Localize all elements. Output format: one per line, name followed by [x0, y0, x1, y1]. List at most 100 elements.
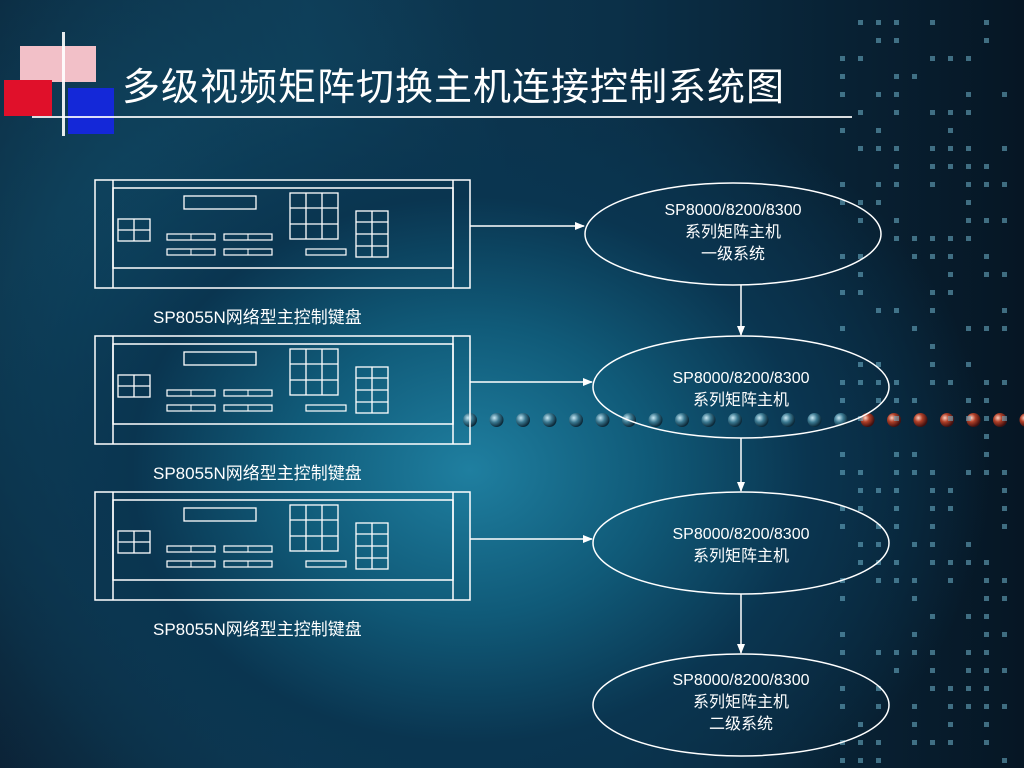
circuit-dot	[858, 56, 863, 61]
circuit-dot	[894, 578, 899, 583]
circuit-dot	[876, 146, 881, 151]
circuit-dot	[948, 56, 953, 61]
circuit-dot	[1002, 506, 1007, 511]
node-model: SP8000/8200/8300	[672, 526, 810, 543]
circuit-dot	[840, 398, 845, 403]
circuit-dot	[894, 506, 899, 511]
circuit-dot	[840, 524, 845, 529]
circuit-dot	[894, 488, 899, 493]
circuit-dot	[858, 20, 863, 25]
circuit-dot	[1002, 182, 1007, 187]
circuit-dot	[930, 524, 935, 529]
circuit-dot	[930, 506, 935, 511]
circuit-dot	[876, 308, 881, 313]
circuit-dot	[876, 488, 881, 493]
circuit-dot	[840, 470, 845, 475]
keyboard-device-2	[94, 335, 471, 445]
node-model: SP8000/8200/8300	[664, 202, 802, 219]
bead-dot	[781, 413, 795, 427]
logo-red-square	[4, 80, 52, 116]
page-title: 多级视频矩阵切换主机连接控制系统图	[122, 65, 786, 109]
circuit-dot	[930, 470, 935, 475]
circuit-dot	[984, 182, 989, 187]
circuit-dot	[966, 362, 971, 367]
circuit-dot	[984, 668, 989, 673]
circuit-dot	[948, 254, 953, 259]
logo-pink-square	[20, 46, 96, 82]
circuit-dot	[984, 434, 989, 439]
circuit-dot	[984, 470, 989, 475]
circuit-dot	[966, 614, 971, 619]
circuit-dot	[894, 560, 899, 565]
circuit-dot	[1002, 92, 1007, 97]
circuit-dot	[948, 380, 953, 385]
keyboard-device-3	[94, 491, 471, 601]
circuit-dot	[876, 38, 881, 43]
circuit-dot	[930, 20, 935, 25]
circuit-dot	[912, 542, 917, 547]
circuit-dot	[894, 236, 899, 241]
circuit-dot	[1002, 380, 1007, 385]
circuit-dot	[930, 236, 935, 241]
circuit-dot	[984, 38, 989, 43]
circuit-dot	[930, 146, 935, 151]
bead-dot	[701, 413, 716, 427]
matrix-node-1	[584, 182, 882, 286]
circuit-dot	[984, 398, 989, 403]
circuit-dot	[930, 668, 935, 673]
circuit-dot	[840, 506, 845, 511]
circuit-dot	[840, 650, 845, 655]
circuit-dot	[984, 740, 989, 745]
circuit-dot	[966, 398, 971, 403]
circuit-dot	[948, 236, 953, 241]
bead-dot	[728, 413, 742, 427]
circuit-dot	[948, 110, 953, 115]
node-type: 系列矩阵主机	[692, 548, 789, 565]
circuit-dot	[876, 128, 881, 133]
matrix-node-1-text: SP8000/8200/8300 系列矩阵主机 一级系统	[583, 200, 883, 266]
node-model: SP8000/8200/8300	[672, 370, 810, 387]
circuit-dot	[858, 146, 863, 151]
circuit-dot	[948, 146, 953, 151]
circuit-dot	[858, 362, 863, 367]
circuit-dot	[984, 326, 989, 331]
circuit-dot	[930, 110, 935, 115]
circuit-dot	[966, 542, 971, 547]
circuit-dot	[948, 164, 953, 169]
bead-dot	[542, 413, 557, 427]
circuit-dot	[858, 110, 863, 115]
circuit-dot	[984, 596, 989, 601]
circuit-dot	[966, 704, 971, 709]
circuit-dot	[930, 560, 935, 565]
circuit-pattern-decoration	[840, 20, 1007, 763]
circuit-dot	[912, 452, 917, 457]
circuit-dot	[912, 326, 917, 331]
bead-dot	[1019, 413, 1024, 427]
circuit-dot	[1002, 632, 1007, 637]
circuit-dot	[894, 218, 899, 223]
circuit-dot	[876, 92, 881, 97]
circuit-dot	[840, 290, 845, 295]
circuit-dot	[876, 758, 881, 763]
circuit-dot	[876, 650, 881, 655]
circuit-dot	[912, 632, 917, 637]
circuit-dot	[840, 686, 845, 691]
circuit-dot	[948, 722, 953, 727]
circuit-dot	[858, 218, 863, 223]
circuit-dot	[930, 182, 935, 187]
circuit-dot	[948, 578, 953, 583]
circuit-dot	[912, 398, 917, 403]
circuit-dot	[930, 344, 935, 349]
circuit-dot	[912, 578, 917, 583]
circuit-dot	[966, 470, 971, 475]
circuit-dot	[966, 326, 971, 331]
circuit-dot	[912, 470, 917, 475]
circuit-dot	[858, 758, 863, 763]
circuit-dot	[948, 128, 953, 133]
bead-dot	[516, 413, 530, 427]
bead-dot	[913, 413, 928, 427]
circuit-dot	[1002, 470, 1007, 475]
circuit-dot	[894, 74, 899, 79]
circuit-dot	[948, 560, 953, 565]
circuit-dot	[966, 200, 971, 205]
